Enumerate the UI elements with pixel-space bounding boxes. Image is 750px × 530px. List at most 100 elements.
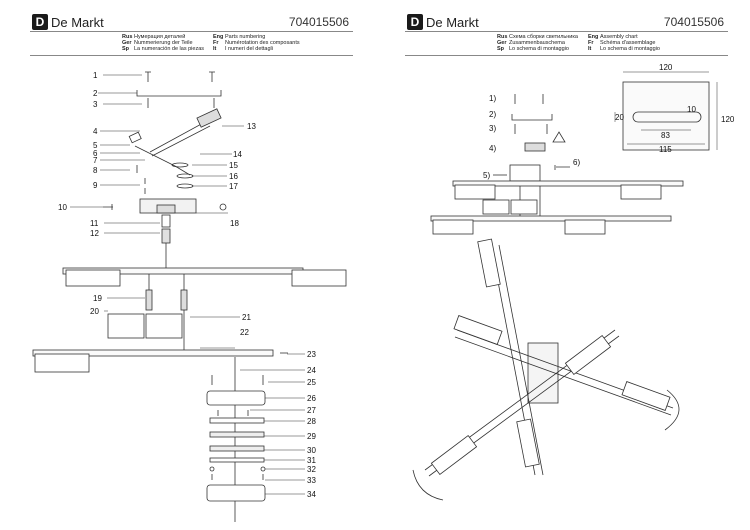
logo-mark: D <box>32 14 48 30</box>
lamp-socket <box>128 131 142 144</box>
header-divider <box>30 31 353 32</box>
dimension-value: 120 <box>721 115 735 124</box>
threaded-rod <box>161 214 171 228</box>
rod-sleeve <box>145 289 153 311</box>
part-number: 19 <box>93 294 102 303</box>
plate <box>209 417 265 424</box>
washer <box>176 173 194 179</box>
exploded-parts-diagram: 1 2 3 4 5 6 7 8 9 10 11 12 13 14 15 16 1… <box>32 71 347 522</box>
nut-icon <box>260 466 266 472</box>
plate <box>209 431 265 438</box>
screw-icon <box>147 98 215 108</box>
shade <box>564 335 612 375</box>
labels-divider <box>405 55 728 56</box>
part-number: 34 <box>307 490 316 499</box>
ceiling-plate <box>527 342 559 404</box>
nut-icon <box>219 203 227 211</box>
screw-icon <box>145 71 215 82</box>
step-parts <box>511 94 553 134</box>
brand-logo: D De Markt <box>407 14 479 30</box>
part-number: 7 <box>93 156 98 165</box>
shade-left <box>432 219 474 235</box>
shade <box>510 199 538 215</box>
brand-logo: D De Markt <box>32 14 104 30</box>
part-number: 20 <box>90 307 99 316</box>
lower-bar <box>430 215 672 222</box>
washer <box>176 183 194 189</box>
shade-right <box>564 219 606 235</box>
part-number: 16 <box>229 172 238 181</box>
step-label: 3) <box>489 124 496 133</box>
part-number: 9 <box>93 181 98 190</box>
screw-icon <box>211 375 264 385</box>
brand-name: De Markt <box>51 14 104 30</box>
mounting-bracket <box>136 90 222 97</box>
shade <box>453 315 503 345</box>
part-number: 8 <box>93 166 98 175</box>
shade <box>430 435 478 475</box>
part-number: 17 <box>229 182 238 191</box>
shade-left <box>65 269 121 287</box>
top-view-arms <box>424 238 674 477</box>
part-number: 30 <box>307 446 316 455</box>
hub-connector <box>156 204 176 214</box>
part-number: 21 <box>242 313 251 322</box>
part-number: 28 <box>307 417 316 426</box>
part-number: 11 <box>90 219 99 228</box>
canopy <box>509 164 541 182</box>
small-parts <box>136 165 146 194</box>
nut-icon <box>209 466 215 472</box>
screw-icon <box>103 204 113 210</box>
step-label: 6) <box>573 158 580 167</box>
part-number: 4 <box>93 127 98 136</box>
assembly-diagram: 1) 2) 3) 4) 5) 6) 120 120 20 10 83 115 <box>412 63 735 501</box>
connector <box>161 228 171 244</box>
mounting-base <box>206 484 266 502</box>
part-number: 31 <box>307 456 316 465</box>
washer <box>171 162 189 168</box>
rod-sleeve <box>180 289 188 311</box>
dimension-value: 115 <box>659 145 672 154</box>
dimension-labels: 120 120 20 10 83 115 <box>615 63 735 154</box>
brand-name: De Markt <box>426 14 479 30</box>
part-number: 32 <box>307 465 316 474</box>
plate-drawing <box>622 81 710 151</box>
dimension-lines <box>614 71 718 150</box>
step-label: 4) <box>489 144 496 153</box>
warning-icon <box>552 131 566 143</box>
part-number: 22 <box>240 328 249 337</box>
dimension-value: 120 <box>659 63 673 72</box>
part-number: 25 <box>307 378 316 387</box>
step-label: 1) <box>489 94 496 103</box>
lower-bar <box>32 349 274 357</box>
dimension-value: 10 <box>687 105 696 114</box>
shade <box>477 238 501 288</box>
step-label: 5) <box>483 171 490 180</box>
wire <box>134 145 191 176</box>
step-labels: 1) 2) 3) 4) 5) 6) <box>483 94 580 180</box>
shade <box>107 313 145 339</box>
shade <box>145 313 183 339</box>
part-number: 2 <box>93 89 98 98</box>
rotation-arrow-icon <box>412 469 444 501</box>
plate <box>209 457 265 463</box>
canopy <box>206 390 266 406</box>
header-divider <box>405 31 728 32</box>
arm <box>454 329 674 416</box>
article-number: 704015506 <box>288 15 349 29</box>
part-number: 23 <box>307 350 316 359</box>
rotation-arrow-icon <box>664 389 680 431</box>
part-number: 15 <box>229 161 238 170</box>
